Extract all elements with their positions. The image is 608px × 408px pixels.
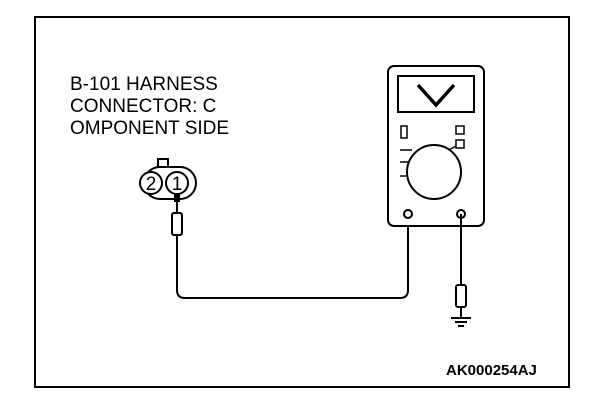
ground-icon: [451, 317, 471, 327]
probe-tip: [174, 194, 180, 202]
pin-2-label: 2: [146, 174, 157, 195]
harness-connector: 2 1: [139, 158, 197, 200]
meter-indicator-left: [400, 125, 408, 139]
connector-label-line-1: B-101 HARNESS: [70, 74, 218, 95]
dial-scale-marks: [400, 145, 457, 177]
ground-probe-handle: [455, 284, 467, 308]
diagram-frame: [34, 16, 570, 388]
ground-lead: [451, 214, 471, 327]
selector-dial: [406, 144, 462, 200]
multimeter: [387, 65, 485, 227]
connector-pin-2: [139, 171, 163, 195]
voltage-v-icon: [416, 83, 456, 108]
meter-jack-positive: [403, 209, 413, 219]
connector-latch: [157, 158, 169, 168]
lead-wire-positive: [176, 214, 409, 299]
connector-probe: [171, 194, 183, 236]
connector-label-line-3: OMPONENT SIDE: [70, 118, 230, 139]
probe-handle: [171, 212, 183, 236]
pin-1-label: 1: [172, 174, 183, 195]
meter-indicator-right-bottom: [455, 139, 465, 149]
figure-code: AK000254AJ: [446, 362, 537, 379]
meter-indicator-right-top: [455, 125, 465, 135]
connector-label-line-2: CONNECTOR: C: [70, 96, 217, 117]
